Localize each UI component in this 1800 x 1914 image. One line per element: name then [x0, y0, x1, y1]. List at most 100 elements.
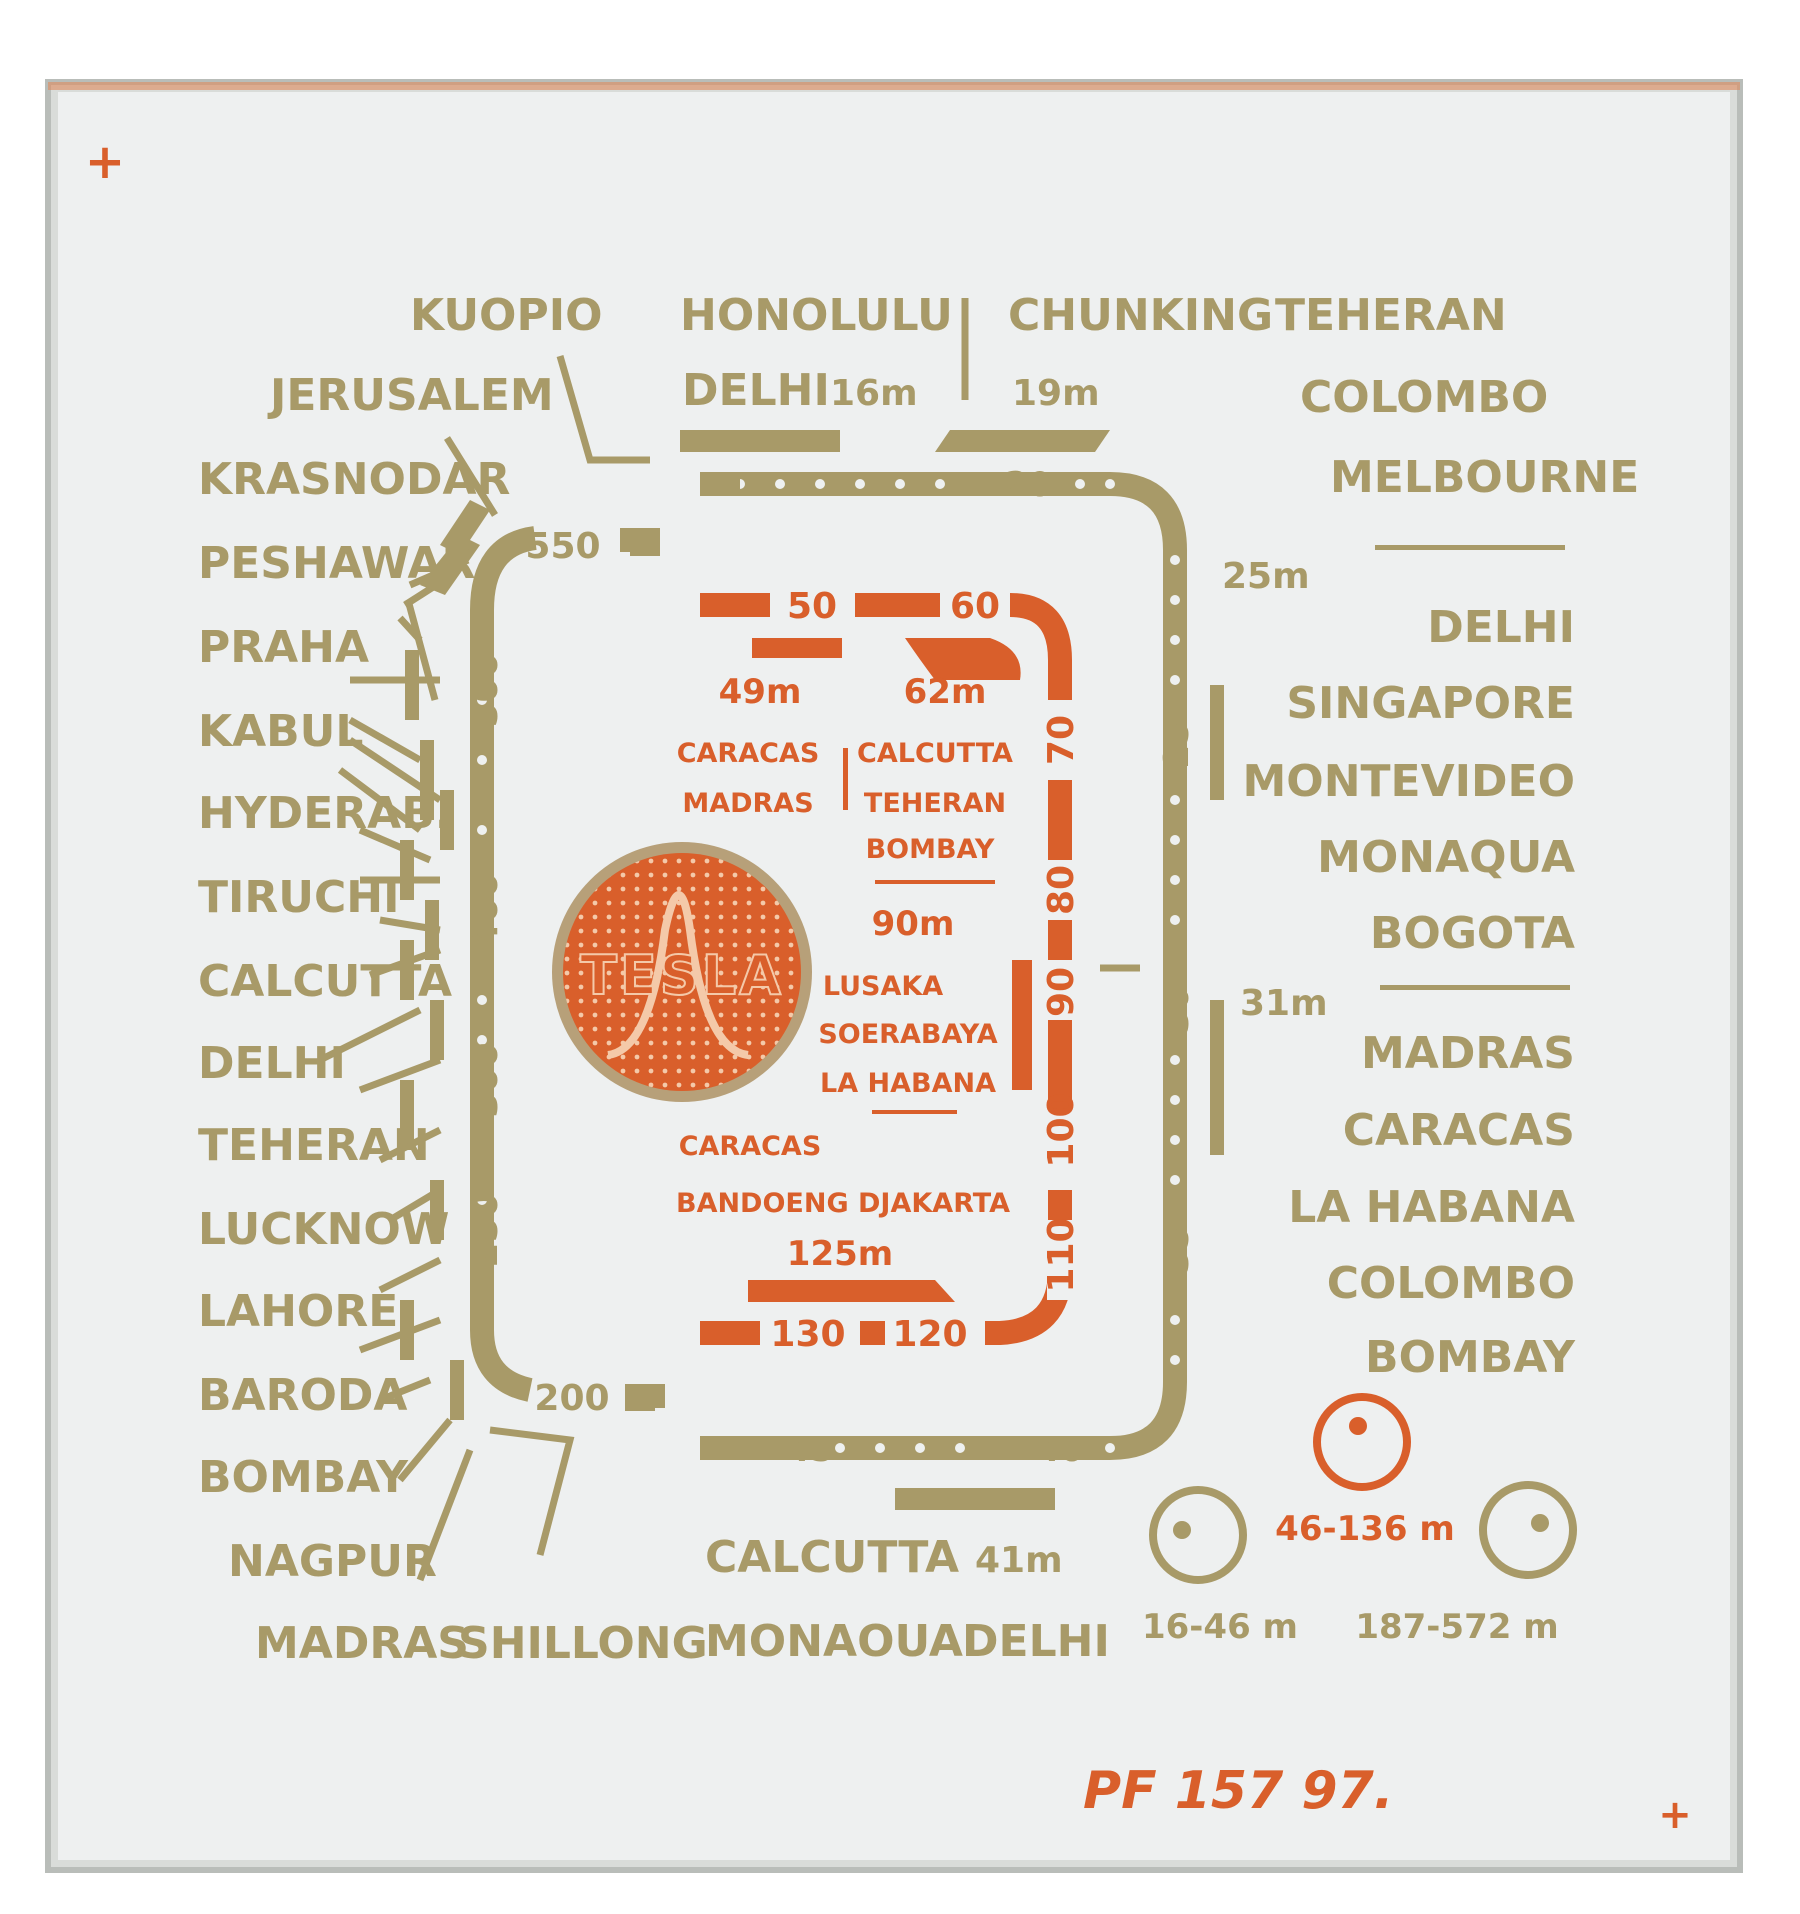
- inner-station-calcutta: CALCUTTA: [857, 738, 1013, 769]
- station-jerusalem: JERUSALEM: [267, 370, 554, 421]
- inner-label-70: 70: [1041, 715, 1082, 765]
- registration-mark-bottom-right: +: [1658, 1792, 1692, 1838]
- station-chunking: CHUNKING: [1008, 290, 1273, 341]
- station-hyderab: HYDERAB.: [198, 788, 451, 839]
- inner-label-110: 110: [1041, 1217, 1082, 1292]
- inner-station-madras: MADRAS: [682, 788, 813, 819]
- inner-label-130: 130: [770, 1314, 845, 1355]
- top-station-groups: HONOLULU DELHI 16m CHUNKING 19m TEHERAN …: [680, 290, 1639, 503]
- mw-range-indicator-icon: [1479, 1481, 1577, 1579]
- station-madras: MADRAS: [255, 1618, 469, 1669]
- station-singapore: SINGAPORE: [1286, 678, 1575, 729]
- band-90m: 90m: [872, 904, 955, 944]
- station-calcutta: CALCUTTA: [198, 956, 452, 1007]
- inner-station-la-habana: LA HABANA: [820, 1068, 996, 1099]
- glass-plate-face: [58, 92, 1730, 1860]
- station-calcutta-41m: CALCUTTA: [705, 1532, 959, 1583]
- station-caracas-31m: CARACAS: [1343, 1105, 1575, 1156]
- bottom-station-group: CALCUTTA MONAOUA 41m DELHI: [705, 1532, 1110, 1667]
- station-nagpur: NAGPUR: [228, 1536, 437, 1587]
- station-delhi-16m: DELHI: [682, 365, 830, 416]
- tesla-logo-text: TESLA: [580, 944, 784, 1007]
- pointer-blocks: [400, 430, 1570, 1510]
- station-delhi-25m: DELHI: [1427, 602, 1575, 653]
- sw-outer-scale-labels: 20 25 30 35 40 45: [786, 465, 1197, 1470]
- band-41m: 41m: [975, 1540, 1063, 1581]
- station-lucknow: LUCKNOW: [198, 1204, 449, 1255]
- range-label-mid: 46-136 m: [1275, 1509, 1455, 1549]
- station-honolulu: HONOLULU: [680, 290, 953, 341]
- station-praha: PRAHA: [198, 622, 369, 673]
- sw-label-25: 25: [1157, 721, 1197, 768]
- station-madras-31m: MADRAS: [1361, 1028, 1575, 1079]
- station-peshawar: PESHAWAR: [198, 538, 475, 589]
- inner-station-bandoeng-djakarta: BANDOENG DJAKARTA: [676, 1188, 1010, 1219]
- station-kabul: KABUL: [198, 706, 363, 757]
- inner-station-bombay: BOMBAY: [866, 834, 995, 865]
- range-label-mw: 187-572 m: [1355, 1607, 1558, 1647]
- inner-station-teheran: TEHERAN: [864, 788, 1006, 819]
- station-lahore: LAHORE: [198, 1286, 398, 1337]
- right-31m-group: 31m MADRAS CARACAS LA HABANA COLOMBO BOM…: [1240, 983, 1576, 1383]
- station-delhi-41m: DELHI: [962, 1616, 1110, 1667]
- left-station-list: KUOPIO JERUSALEM KRASNODAR PESHAWAR PRAH…: [198, 290, 708, 1669]
- band-62m: 62m: [904, 672, 987, 712]
- inner-divider-49-62: [843, 748, 848, 810]
- band-31m: 31m: [1240, 983, 1328, 1024]
- mw-scale-labels: 550 500 400 300 250 200: [465, 526, 610, 1419]
- band-16m: 16m: [830, 373, 918, 414]
- mw-label-300: 300: [465, 1042, 506, 1117]
- sw-range-indicator-icon: [1149, 1486, 1247, 1584]
- outer-scale-dots: [477, 479, 1180, 1453]
- station-la-habana-31m: LA HABANA: [1288, 1182, 1575, 1233]
- sw-label-40: 40: [1036, 1430, 1083, 1470]
- mid-range-indicator-icon: [1313, 1393, 1411, 1491]
- station-monaoua: MONAOUA: [705, 1616, 963, 1667]
- band-49m: 49m: [719, 672, 802, 712]
- mw-label-400: 400: [465, 872, 506, 947]
- sw-label-30: 30: [1157, 986, 1197, 1033]
- inner-rule-62: [875, 880, 995, 884]
- mw-track-left: [470, 526, 538, 1402]
- inner-label-120: 120: [892, 1314, 967, 1355]
- inner-scale-bars: [748, 638, 1032, 1302]
- station-baroda: BARODA: [198, 1370, 407, 1421]
- glass-plate-top-edge: [48, 82, 1740, 90]
- band-125m: 125m: [787, 1234, 893, 1274]
- station-shillong: SHILLONG: [458, 1618, 708, 1669]
- part-number: PF 157 97.: [1083, 1761, 1394, 1821]
- mw-label-500: 500: [465, 652, 506, 727]
- inner-station-lusaka: LUSAKA: [823, 971, 943, 1002]
- station-bogota: BOGOTA: [1370, 908, 1575, 959]
- sw-label-35: 35: [1157, 1226, 1197, 1273]
- inner-label-60: 60: [950, 586, 1000, 627]
- inner-scale-gaps: [760, 592, 1073, 1346]
- station-monaqua: MONAQUA: [1317, 832, 1575, 883]
- registration-mark-top-left: +: [85, 134, 125, 190]
- inner-station-caracas: CARACAS: [677, 738, 820, 769]
- range-indicators: 16-46 m 46-136 m 187-572 m: [1142, 1393, 1577, 1647]
- inner-label-100: 100: [1041, 1092, 1082, 1167]
- station-montevideo: MONTEVIDEO: [1243, 756, 1576, 807]
- station-colombo-31m: COLOMBO: [1327, 1258, 1575, 1309]
- tesla-logo-icon: TESLA: [552, 842, 812, 1102]
- station-teheran: TEHERAN: [198, 1120, 430, 1171]
- station-delhi: DELHI: [198, 1038, 346, 1089]
- station-bombay: BOMBAY: [198, 1452, 409, 1503]
- inner-scale-labels: 50 60 70 80 90 100 110 120 130: [770, 586, 1082, 1355]
- sw-label-20: 20: [1004, 465, 1051, 505]
- mw-label-550: 550: [525, 526, 600, 567]
- station-melbourne: MELBOURNE: [1330, 452, 1639, 503]
- band-25m: 25m: [1222, 556, 1310, 597]
- band-19m: 19m: [1012, 373, 1100, 414]
- inner-label-50: 50: [787, 586, 837, 627]
- station-tiruchi: TIRUCHI: [198, 872, 399, 923]
- inner-rule-90: [872, 1110, 957, 1114]
- inner-label-90: 90: [1041, 967, 1082, 1017]
- station-bombay-31m: BOMBAY: [1365, 1332, 1576, 1383]
- station-krasnodar: KRASNODAR: [198, 454, 510, 505]
- range-label-sw: 16-46 m: [1142, 1607, 1298, 1647]
- sw-label-45: 45: [786, 1430, 833, 1470]
- inner-station-caracas-125: CARACAS: [679, 1131, 822, 1162]
